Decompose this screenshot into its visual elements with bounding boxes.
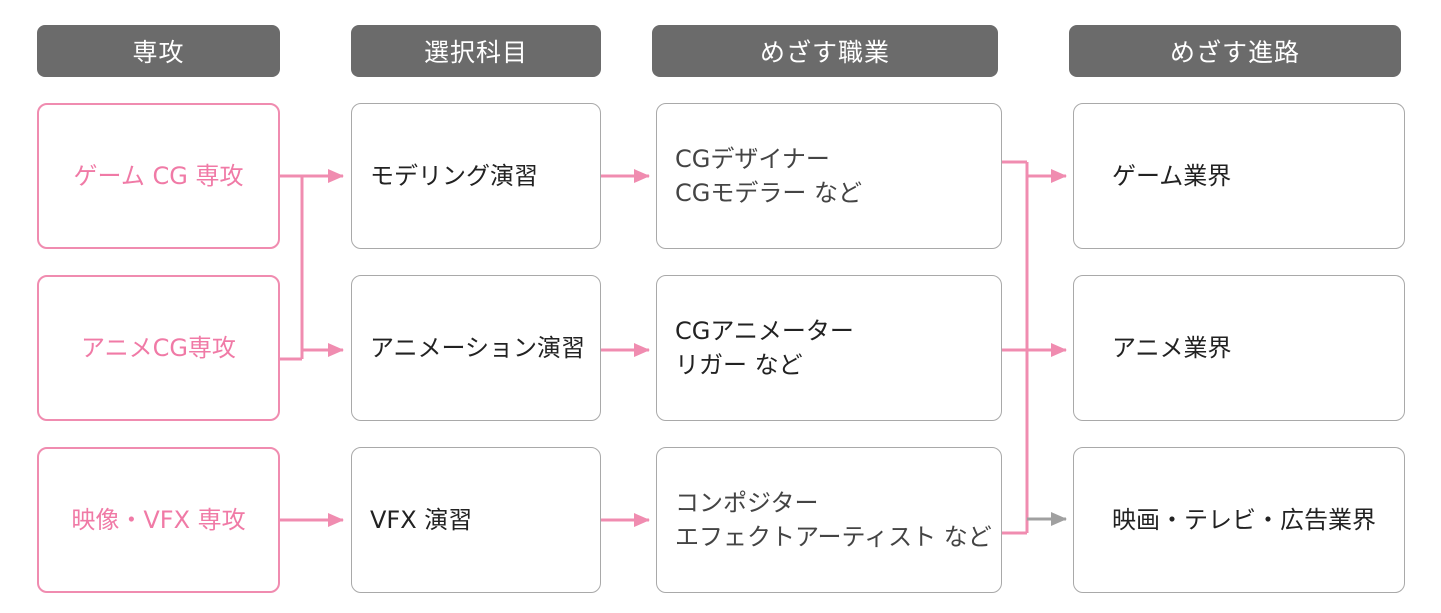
subject-animation-label: アニメーション演習 (370, 334, 586, 362)
career-cg-designer: CGデザイナー CGモデラー など (656, 103, 1002, 249)
career-3-line-1: コンポジター (675, 489, 819, 517)
career-2-line-1: CGアニメーター (675, 317, 854, 345)
header-subject: 選択科目 (351, 25, 601, 77)
subject-modeling-label: モデリング演習 (370, 162, 538, 190)
header-major: 専攻 (37, 25, 280, 77)
header-path: めざす進路 (1069, 25, 1401, 77)
career-compositor: コンポジター エフェクトアーティスト など (656, 447, 1002, 593)
path-game-industry-label: ゲーム業界 (1112, 162, 1232, 190)
subject-modeling: モデリング演習 (351, 103, 601, 249)
path-anime-industry-label: アニメ業界 (1112, 334, 1232, 362)
subject-vfx-label: VFX 演習 (370, 506, 473, 534)
header-career: めざす職業 (652, 25, 998, 77)
career-3-line-2: エフェクトアーティスト など (675, 523, 992, 551)
major-game-cg-label: ゲーム CG 専攻 (73, 162, 244, 190)
subject-animation: アニメーション演習 (351, 275, 601, 421)
career-1-line-1: CGデザイナー (675, 145, 830, 173)
major-video-vfx: 映像・VFX 専攻 (37, 447, 280, 593)
major-anime-cg: アニメCG専攻 (37, 275, 280, 421)
path-anime-industry: アニメ業界 (1073, 275, 1405, 421)
subject-vfx: VFX 演習 (351, 447, 601, 593)
path-media-industry-label: 映画・テレビ・広告業界 (1112, 506, 1376, 534)
career-1-line-2: CGモデラー など (675, 179, 862, 207)
career-cg-animator: CGアニメーター リガー など (656, 275, 1002, 421)
path-media-industry: 映画・テレビ・広告業界 (1073, 447, 1405, 593)
path-game-industry: ゲーム業界 (1073, 103, 1405, 249)
major-game-cg: ゲーム CG 専攻 (37, 103, 280, 249)
major-video-vfx-label: 映像・VFX 専攻 (71, 506, 246, 534)
career-2-line-2: リガー など (675, 351, 803, 379)
major-anime-cg-label: アニメCG専攻 (81, 334, 236, 362)
